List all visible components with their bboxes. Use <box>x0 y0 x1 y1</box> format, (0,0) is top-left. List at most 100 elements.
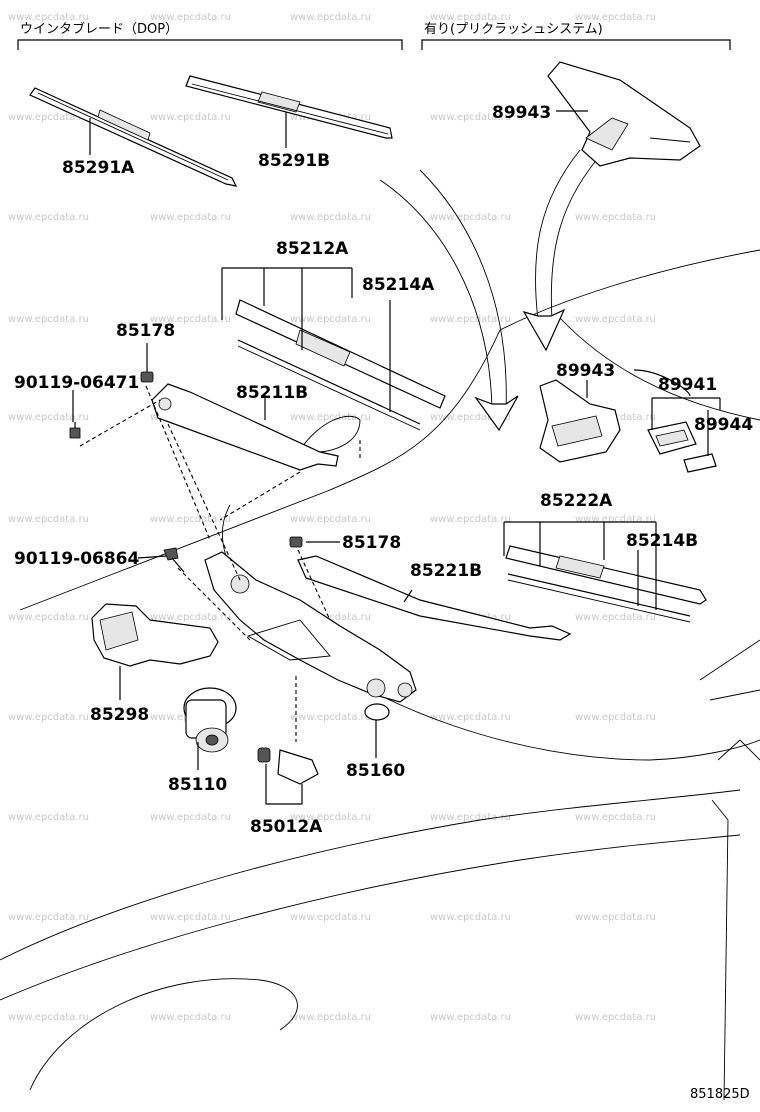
nut-85178-mid[interactable] <box>289 536 303 548</box>
watermark: www.epcdata.ru <box>8 612 89 623</box>
part-number-label: 85211B <box>236 383 308 403</box>
clip-85012a[interactable] <box>257 747 319 785</box>
bracket-icon <box>277 749 319 785</box>
part-number-label: 89943 <box>556 361 615 381</box>
watermark: www.epcdata.ru <box>150 912 231 923</box>
arm-pivot <box>158 397 172 411</box>
blade-refill-85214b <box>507 573 691 617</box>
watermark: www.epcdata.ru <box>290 412 371 423</box>
arrow-left-head <box>474 395 519 432</box>
watermark: www.epcdata.ru <box>575 812 656 823</box>
flow-arrows <box>379 149 606 432</box>
part-number-label: 85298 <box>90 705 149 725</box>
watermark: www.epcdata.ru <box>150 112 231 123</box>
watermark: www.epcdata.ru <box>575 1012 656 1023</box>
part-number-label: 89941 <box>658 375 717 395</box>
part-labels: 85291A 85291B 89943 85212A 85214A 85178 … <box>14 103 753 837</box>
wiper-blade-85212a[interactable] <box>235 299 446 431</box>
wiper-blade-85291a[interactable] <box>29 87 238 187</box>
blade-adapter <box>555 555 605 579</box>
part-number-label: 90119-06864 <box>14 549 140 569</box>
part-number-label: 89944 <box>694 415 753 435</box>
header-left-bracket <box>17 39 403 50</box>
watermark: www.epcdata.ru <box>290 912 371 923</box>
watermark: www.epcdata.ru <box>8 514 89 525</box>
wiper-blade-85222a[interactable] <box>505 545 707 623</box>
watermark: www.epcdata.ru <box>430 912 511 923</box>
wiper-arm-85211b[interactable] <box>151 383 339 471</box>
watermark: www.epcdata.ru <box>8 212 89 223</box>
watermark: www.epcdata.ru <box>430 314 511 325</box>
watermark: www.epcdata.ru <box>8 712 89 723</box>
part-number-label: 85110 <box>168 775 227 795</box>
part-number-label: 90119-06471 <box>14 373 139 393</box>
blade-adapter <box>257 91 301 113</box>
watermark: www.epcdata.ru <box>575 212 656 223</box>
watermark: www.epcdata.ru <box>290 812 371 823</box>
nut-icon <box>257 747 271 763</box>
watermark: www.epcdata.ru <box>430 412 511 423</box>
watermark: www.epcdata.ru <box>8 1012 89 1023</box>
watermark: www.epcdata.ru <box>150 514 231 525</box>
arrow-left-curve <box>379 179 493 411</box>
watermark: www.epcdata.ru <box>290 12 371 23</box>
watermark: www.epcdata.ru <box>430 1012 511 1023</box>
leader-lines <box>72 110 721 805</box>
nut-icon <box>364 703 390 721</box>
watermark: www.epcdata.ru <box>8 912 89 923</box>
watermark: www.epcdata.ru <box>8 314 89 325</box>
bracket-89941[interactable] <box>647 421 697 455</box>
watermark: www.epcdata.ru <box>290 712 371 723</box>
watermark: www.epcdata.ru <box>430 12 511 23</box>
part-number-label: 89943 <box>492 103 551 123</box>
camera-cover-89943-top[interactable] <box>547 61 701 167</box>
header-right-bracket <box>421 39 731 50</box>
wiper-arm-85221b[interactable] <box>297 555 572 641</box>
bolt-90119-06471[interactable] <box>69 422 81 439</box>
watermark: www.epcdata.ru <box>150 12 231 23</box>
watermark: www.epcdata.ru <box>150 1012 231 1023</box>
header-left: ウインタブレード（DOP） <box>17 21 403 50</box>
watermark: www.epcdata.ru <box>430 514 511 525</box>
motor-bracket-85298[interactable] <box>91 603 219 667</box>
washer-nozzle-shape <box>299 415 361 453</box>
part-number-label: 85214A <box>362 275 435 295</box>
watermark: www.epcdata.ru <box>290 314 371 325</box>
nut-85178-top[interactable] <box>140 371 154 383</box>
watermark: www.epcdata.ru <box>575 912 656 923</box>
watermark: www.epcdata.ru <box>8 412 89 423</box>
bolt-icon <box>69 427 81 439</box>
watermark: www.epcdata.ru <box>575 612 656 623</box>
watermark: www.epcdata.ru <box>290 212 371 223</box>
watermark: www.epcdata.ru <box>8 12 89 23</box>
cover-edge <box>649 137 691 143</box>
header-right: 有り(プリクラッシュシステム) <box>421 22 731 50</box>
link-pivot <box>397 682 413 698</box>
camera-cover-89943-mid[interactable] <box>539 379 621 463</box>
pivot-cap-85160[interactable] <box>364 703 390 721</box>
arrow-right-head <box>522 308 566 352</box>
wiper-motor-85110[interactable] <box>183 687 237 753</box>
header-right-label: 有り(プリクラッシュシステム) <box>424 22 603 37</box>
cowl-line <box>19 329 501 611</box>
bolt-90119-06864[interactable] <box>163 547 185 573</box>
part-number-label: 85212A <box>276 239 349 259</box>
arrow-left-curve-2 <box>419 169 507 411</box>
blade-adapter <box>295 329 351 367</box>
watermark: www.epcdata.ru <box>8 812 89 823</box>
watermark: www.epcdata.ru <box>575 12 656 23</box>
wiper-blade-85291b[interactable] <box>185 75 393 139</box>
blade-adapter <box>97 109 151 141</box>
wiper-link-assembly[interactable] <box>204 551 417 703</box>
cover-89944[interactable] <box>683 453 717 473</box>
watermark: www.epcdata.ru <box>430 712 511 723</box>
part-number-label: 85012A <box>250 817 323 837</box>
watermark: www.epcdata.ru <box>290 1012 371 1023</box>
watermark: www.epcdata.ru <box>150 314 231 325</box>
camera-cover-icon <box>547 61 701 167</box>
link-pivot <box>366 678 386 698</box>
part-number-label: 85178 <box>116 321 175 341</box>
part-number-label: 85222A <box>540 491 613 511</box>
watermark: www.epcdata.ru <box>430 212 511 223</box>
